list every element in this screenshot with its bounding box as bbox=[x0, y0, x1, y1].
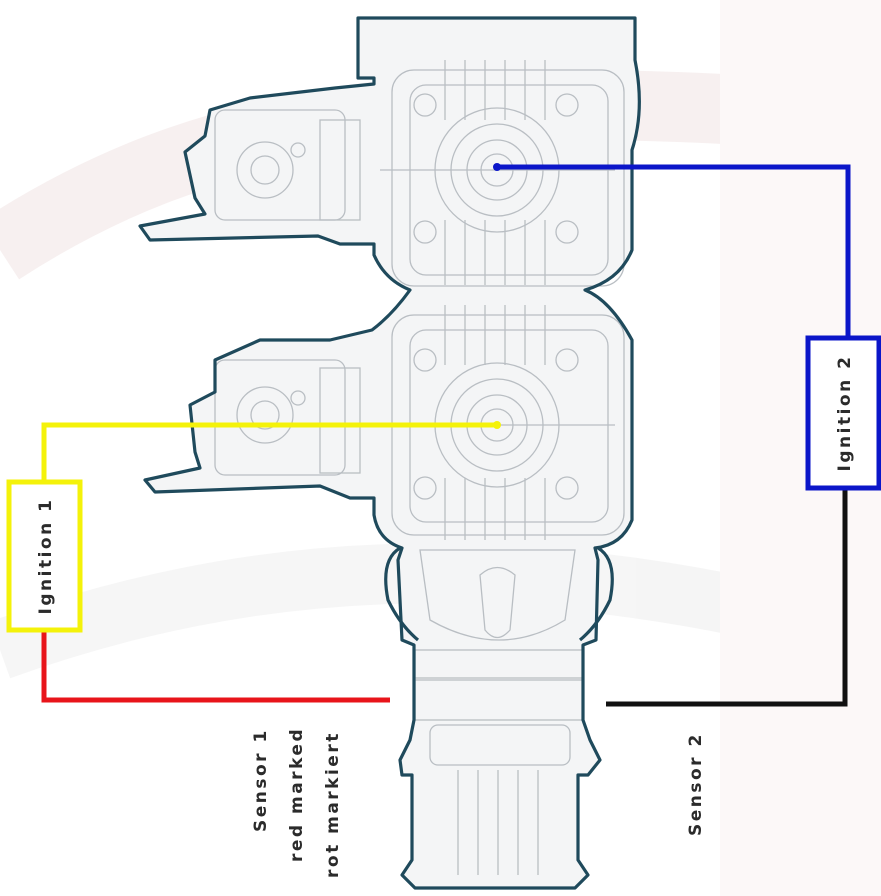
upper-carburetor bbox=[214, 109, 361, 221]
ignition-2-wire bbox=[497, 164, 851, 338]
engine-drawing bbox=[138, 16, 641, 890]
wires bbox=[41, 163, 851, 707]
ignition-2-module: Ignition 2 bbox=[805, 335, 881, 491]
ignition-1-module: Ignition 1 bbox=[6, 479, 83, 633]
ignition-1-box bbox=[6, 479, 83, 633]
sensor-1-wire bbox=[41, 630, 390, 703]
sensor-1-rot-markiert-label: rot markiert bbox=[323, 731, 343, 878]
engine-body-fill bbox=[140, 18, 640, 888]
sensor-1-red-marked-label: red marked bbox=[287, 727, 307, 862]
lower-carburetor bbox=[214, 359, 361, 476]
sensor-2-label: Sensor 2 bbox=[686, 732, 706, 836]
sensor-2-caption: Sensor 2 bbox=[686, 732, 706, 836]
upper-cylinder bbox=[380, 60, 625, 287]
ignition-1-plug-point bbox=[493, 421, 501, 429]
sensor-2-wire bbox=[606, 488, 848, 707]
ignition-1-wire bbox=[41, 422, 497, 482]
ignition-2-label: Ignition 2 bbox=[835, 355, 855, 472]
ignition-2-box bbox=[805, 335, 881, 491]
ignition-2-plug-point bbox=[493, 163, 501, 171]
right-mount-bracket bbox=[578, 546, 614, 642]
sensor-1-label: Sensor 1 bbox=[251, 728, 271, 832]
sensor-1-caption: Sensor 1 red marked rot markiert bbox=[251, 727, 343, 878]
left-mount-bracket bbox=[384, 546, 420, 642]
engine-outline bbox=[138, 16, 641, 890]
ignition-1-label: Ignition 1 bbox=[36, 498, 56, 615]
